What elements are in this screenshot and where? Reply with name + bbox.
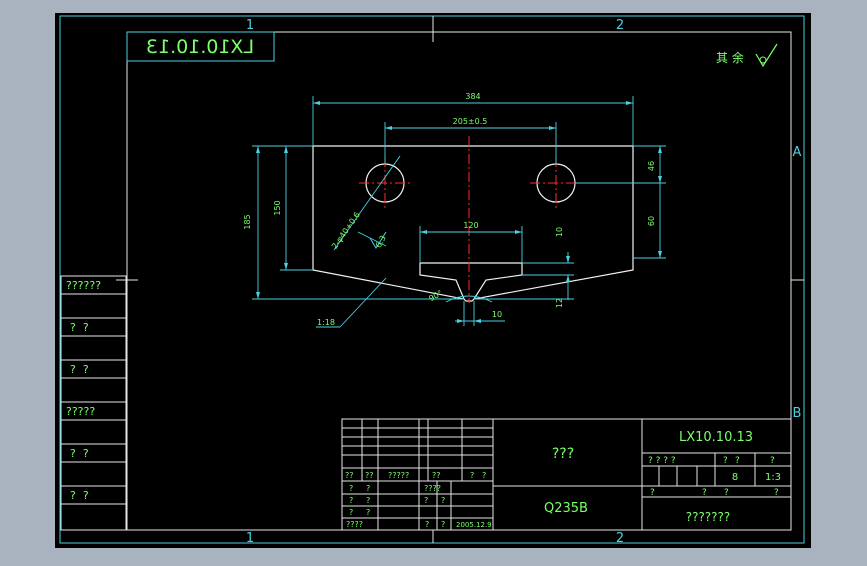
zone-top-1: 1 [246,18,254,33]
dim-center-height: 10 [555,227,564,237]
drawing-sheet [55,13,811,548]
dim-slot-height: 12 [555,298,564,308]
rev-head-1: ?? [345,471,354,480]
scale-value: 1:3 [765,472,781,483]
rev-head-2: ?? [365,471,374,480]
dim-right-height: 60 [647,216,656,226]
left-row-3: ? ? [70,363,89,376]
sheet-row-3: ? [724,488,729,498]
dim-total-height: 185 [243,214,252,229]
zone-bottom-2: 2 [616,531,624,546]
sign-r1-c2: ? [366,484,370,493]
roughness-label: 其 余 [716,50,744,65]
weight-value: 8 [732,472,738,483]
sign-date: 2005.12.9 [456,521,492,529]
zone-letter-b: B [793,406,802,421]
rev-head-5: ? [470,471,474,480]
sign-r3-c2: ? [366,508,370,517]
zone-ticks [116,16,804,543]
left-row-2: ? ? [70,321,89,334]
drawing-number: LX10.10.13 [679,430,753,445]
weight-header: ? [723,456,728,466]
roughness-note: 其 余 [716,43,778,68]
left-row-1: ?????? [66,279,101,292]
sign-r2-c1: ? [349,496,353,505]
sheet-row-4: ? [774,488,779,498]
scale-header: ? [770,456,775,466]
dim-hole-spacing: 205±0.5 [453,117,488,126]
left-panel: ?????? ? ? ? ? ????? ? ? ? ? [60,275,127,531]
sheet-row-2: ? [702,488,707,498]
stage-header: ? ? ? ? [648,456,676,466]
left-row-4: ????? [66,405,95,418]
mirrored-code: LX10.10.13 [146,36,254,58]
material: Q235B [544,501,588,516]
sign-r1-c3: ???? [424,484,441,493]
weight-header-2: ? [735,456,740,466]
dim-slot-width: 10 [492,310,502,319]
mirrored-code-box: LX10.10.13 [126,31,275,62]
sheet-row-1: ? [650,488,655,498]
dim-left-height: 150 [273,200,282,215]
zone-numbers: 1 2 1 2 A B [246,18,802,546]
zone-bottom-1: 1 [246,531,254,546]
part-name: ??? [552,446,574,462]
sign-r4-c4: ? [441,520,445,529]
hole-roughness-icon [369,231,387,249]
left-row-6: ? ? [70,489,89,502]
company-name: ??????? [686,510,731,524]
title-block: ??? Q235B LX10.10.13 ??????? ? ? ? ? ? ?… [341,418,792,531]
sign-r4-c3: ? [425,520,429,529]
dim-overall-width: 384 [465,92,480,101]
sign-r2-c2: ? [366,496,370,505]
zone-top-2: 2 [616,18,624,33]
rev-head-4: ?? [432,471,441,480]
dim-center-width: 120 [463,221,478,230]
rev-head-3: ????? [388,471,409,480]
rev-head-6: ? [482,471,486,480]
sign-r2-c3: ? [424,496,428,505]
dim-hole-edge: 46 [647,161,656,171]
sign-r1-c1: ? [349,484,353,493]
zone-letter-a: A [793,145,802,160]
dimension-lines [252,96,666,328]
center-lines [359,136,582,303]
sign-r4-c1: ???? [346,520,363,529]
sign-r3-c1: ? [349,508,353,517]
roughness-symbol-icon [755,43,778,68]
sign-r2-c4: ? [441,496,445,505]
dimension-arrows [256,101,662,323]
dim-edge-chamfer: 1:18 [317,318,335,327]
left-row-5: ? ? [70,447,89,460]
